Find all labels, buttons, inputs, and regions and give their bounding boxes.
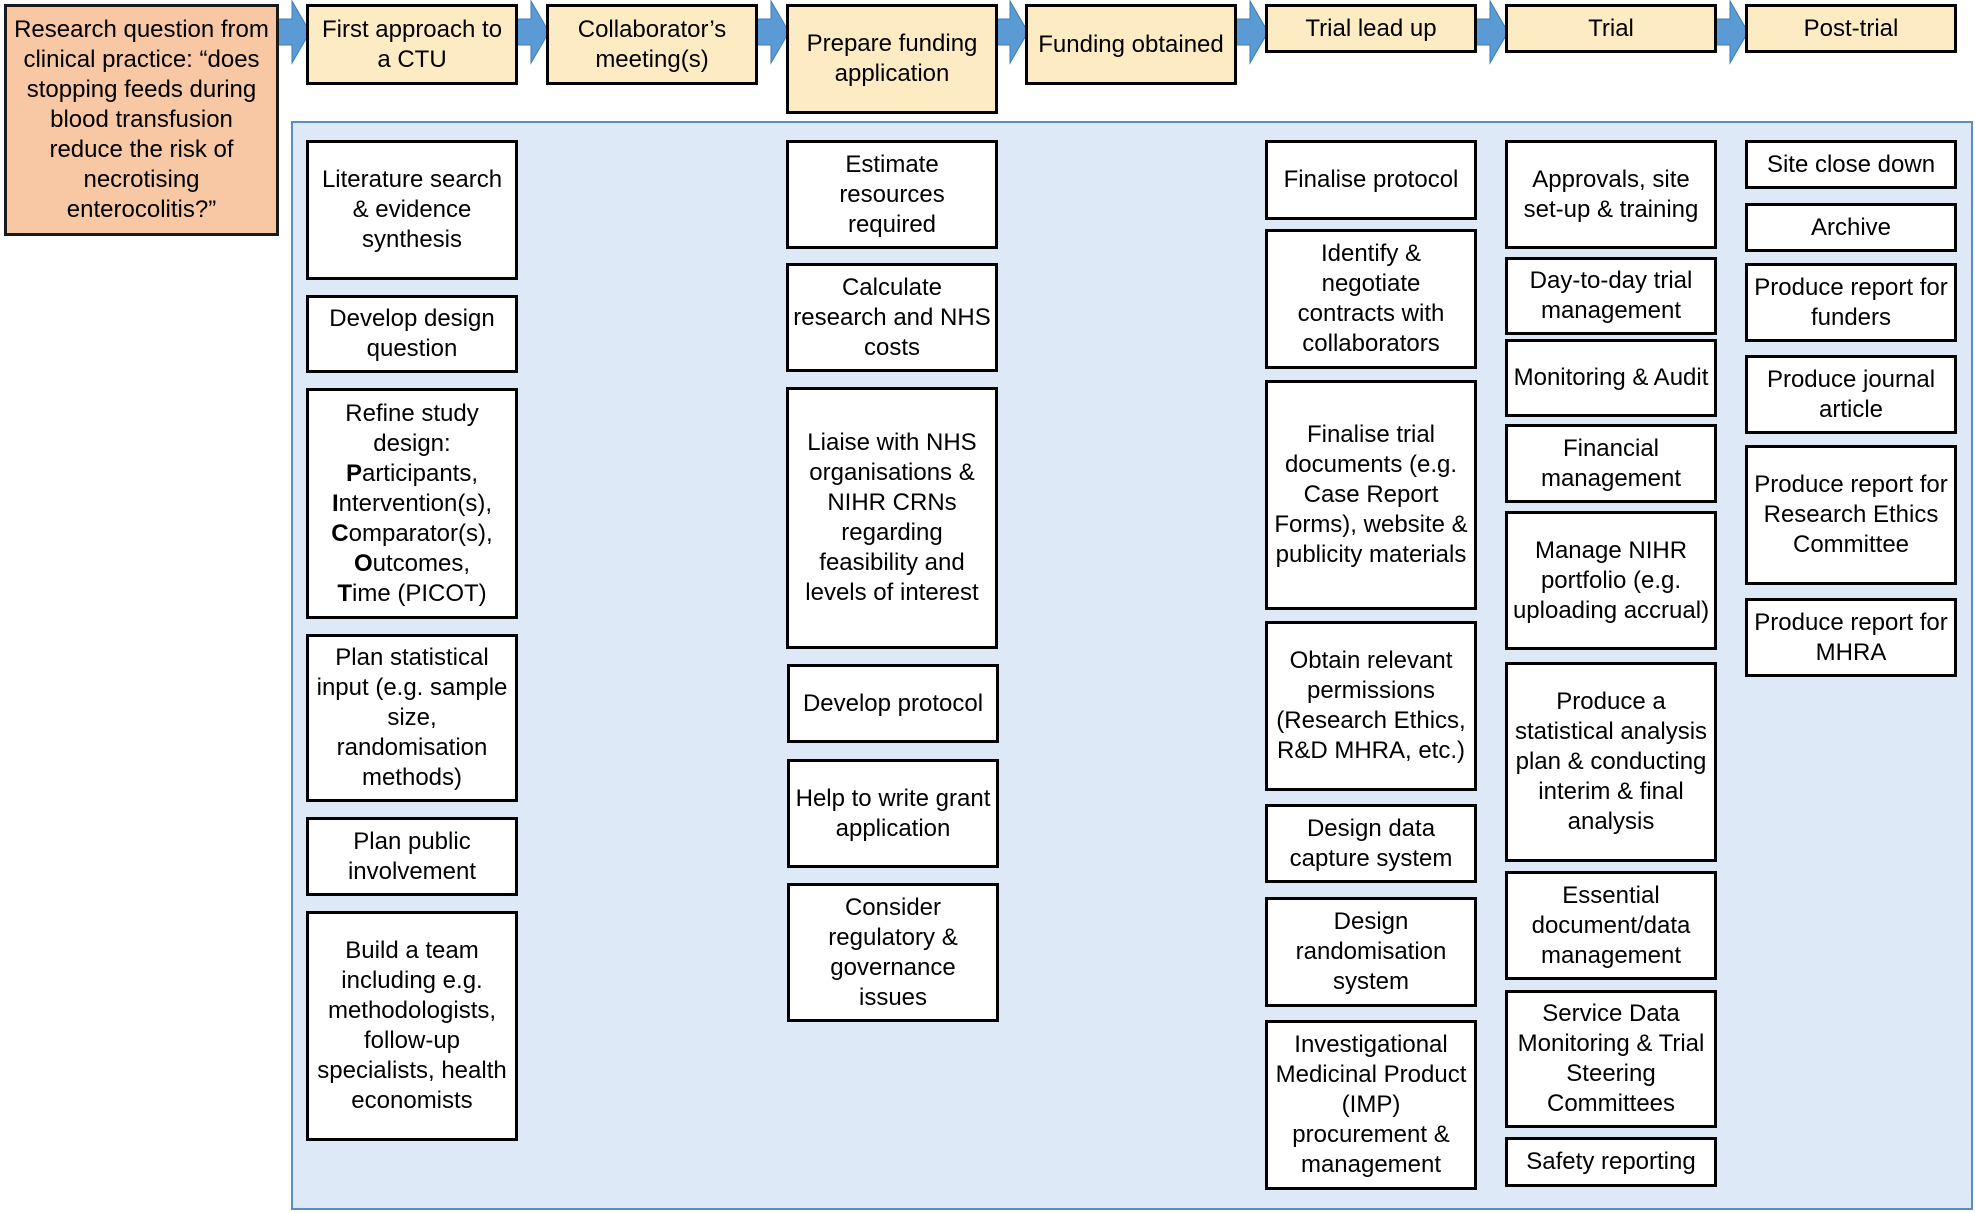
- task-finalise-protocol: Finalise protocol: [1265, 140, 1477, 220]
- task-imp-procurement: Investigational Medicinal Product (IMP) …: [1265, 1020, 1477, 1190]
- task-design-data-capture: Design data capture system: [1265, 804, 1477, 883]
- task-design-randomisation: Design randomisation system: [1265, 897, 1477, 1007]
- task-plan-public-involvement: Plan public involvement: [306, 817, 518, 896]
- arrow-right-icon: [995, 0, 1029, 64]
- arrow-right-icon: [1715, 0, 1749, 64]
- task-essential-document-management: Essential document/data management: [1505, 871, 1717, 980]
- activities-panel: [291, 121, 1973, 1210]
- arrow-right-icon: [756, 0, 790, 64]
- stage-trial-lead-up: Trial lead up: [1265, 4, 1477, 53]
- picot-comparators: Comparator(s),: [331, 519, 493, 547]
- task-site-close-down: Site close down: [1745, 140, 1957, 189]
- stage-funding-obtained: Funding obtained: [1025, 4, 1237, 85]
- arrow-right-icon: [1475, 0, 1509, 64]
- task-build-a-team: Build a team including e.g. methodologis…: [306, 911, 518, 1141]
- picot-time: Time (PICOT): [337, 579, 487, 607]
- arrow-right-icon: [1235, 0, 1269, 64]
- task-refine-study-design: Refine study design: Participants, Inter…: [306, 388, 518, 619]
- research-question-box: Research question from clinical practice…: [4, 4, 279, 236]
- task-write-grant: Help to write grant application: [787, 759, 999, 868]
- arrow-right-icon: [516, 0, 550, 64]
- task-estimate-resources: Estimate resources required: [786, 140, 998, 249]
- stage-first-approach: First approach to a CTU: [306, 4, 518, 85]
- task-journal-article: Produce journal article: [1745, 355, 1957, 434]
- picot-interventions: Intervention(s),: [331, 489, 493, 517]
- task-finalise-trial-documents: Finalise trial documents (e.g. Case Repo…: [1265, 380, 1477, 610]
- task-report-mhra: Produce report for MHRA: [1745, 598, 1957, 677]
- task-calculate-costs: Calculate research and NHS costs: [786, 263, 998, 372]
- task-monitoring-audit: Monitoring & Audit: [1505, 339, 1717, 417]
- task-safety-reporting: Safety reporting: [1505, 1137, 1717, 1187]
- task-statistical-analysis-plan: Produce a statistical analysis plan & co…: [1505, 662, 1717, 862]
- task-manage-nihr-portfolio: Manage NIHR portfolio (e.g. uploading ac…: [1505, 511, 1717, 650]
- task-liaise-nhs: Liaise with NHS organisations & NIHR CRN…: [786, 387, 998, 649]
- stage-collaborators-meeting: Collaborator’s meeting(s): [546, 4, 758, 85]
- refine-study-design-label: Refine study design:: [345, 399, 479, 457]
- picot-outcomes: Outcomes,: [353, 549, 471, 577]
- task-data-monitoring-committees: Service Data Monitoring & Trial Steering…: [1505, 990, 1717, 1128]
- task-report-research-ethics: Produce report for Research Ethics Commi…: [1745, 445, 1957, 585]
- task-approvals-setup: Approvals, site set-up & training: [1505, 140, 1717, 249]
- stage-post-trial: Post-trial: [1745, 4, 1957, 53]
- stage-trial: Trial: [1505, 4, 1717, 53]
- task-develop-protocol: Develop protocol: [787, 664, 999, 743]
- task-obtain-permissions: Obtain relevant permissions (Research Et…: [1265, 621, 1477, 791]
- task-develop-design-question: Develop design question: [306, 295, 518, 373]
- task-financial-management: Financial management: [1505, 424, 1717, 503]
- task-day-to-day-management: Day-to-day trial management: [1505, 257, 1717, 335]
- task-archive: Archive: [1745, 203, 1957, 252]
- picot-participants: Participants,: [345, 459, 479, 487]
- task-report-funders: Produce report for funders: [1745, 263, 1957, 342]
- task-literature-search: Literature search & evidence synthesis: [306, 140, 518, 280]
- task-plan-statistical-input: Plan statistical input (e.g. sample size…: [306, 634, 518, 802]
- stage-prepare-funding: Prepare funding application: [786, 4, 998, 114]
- task-consider-regulatory: Consider regulatory & governance issues: [787, 883, 999, 1022]
- task-identify-contracts: Identify & negotiate contracts with coll…: [1265, 229, 1477, 369]
